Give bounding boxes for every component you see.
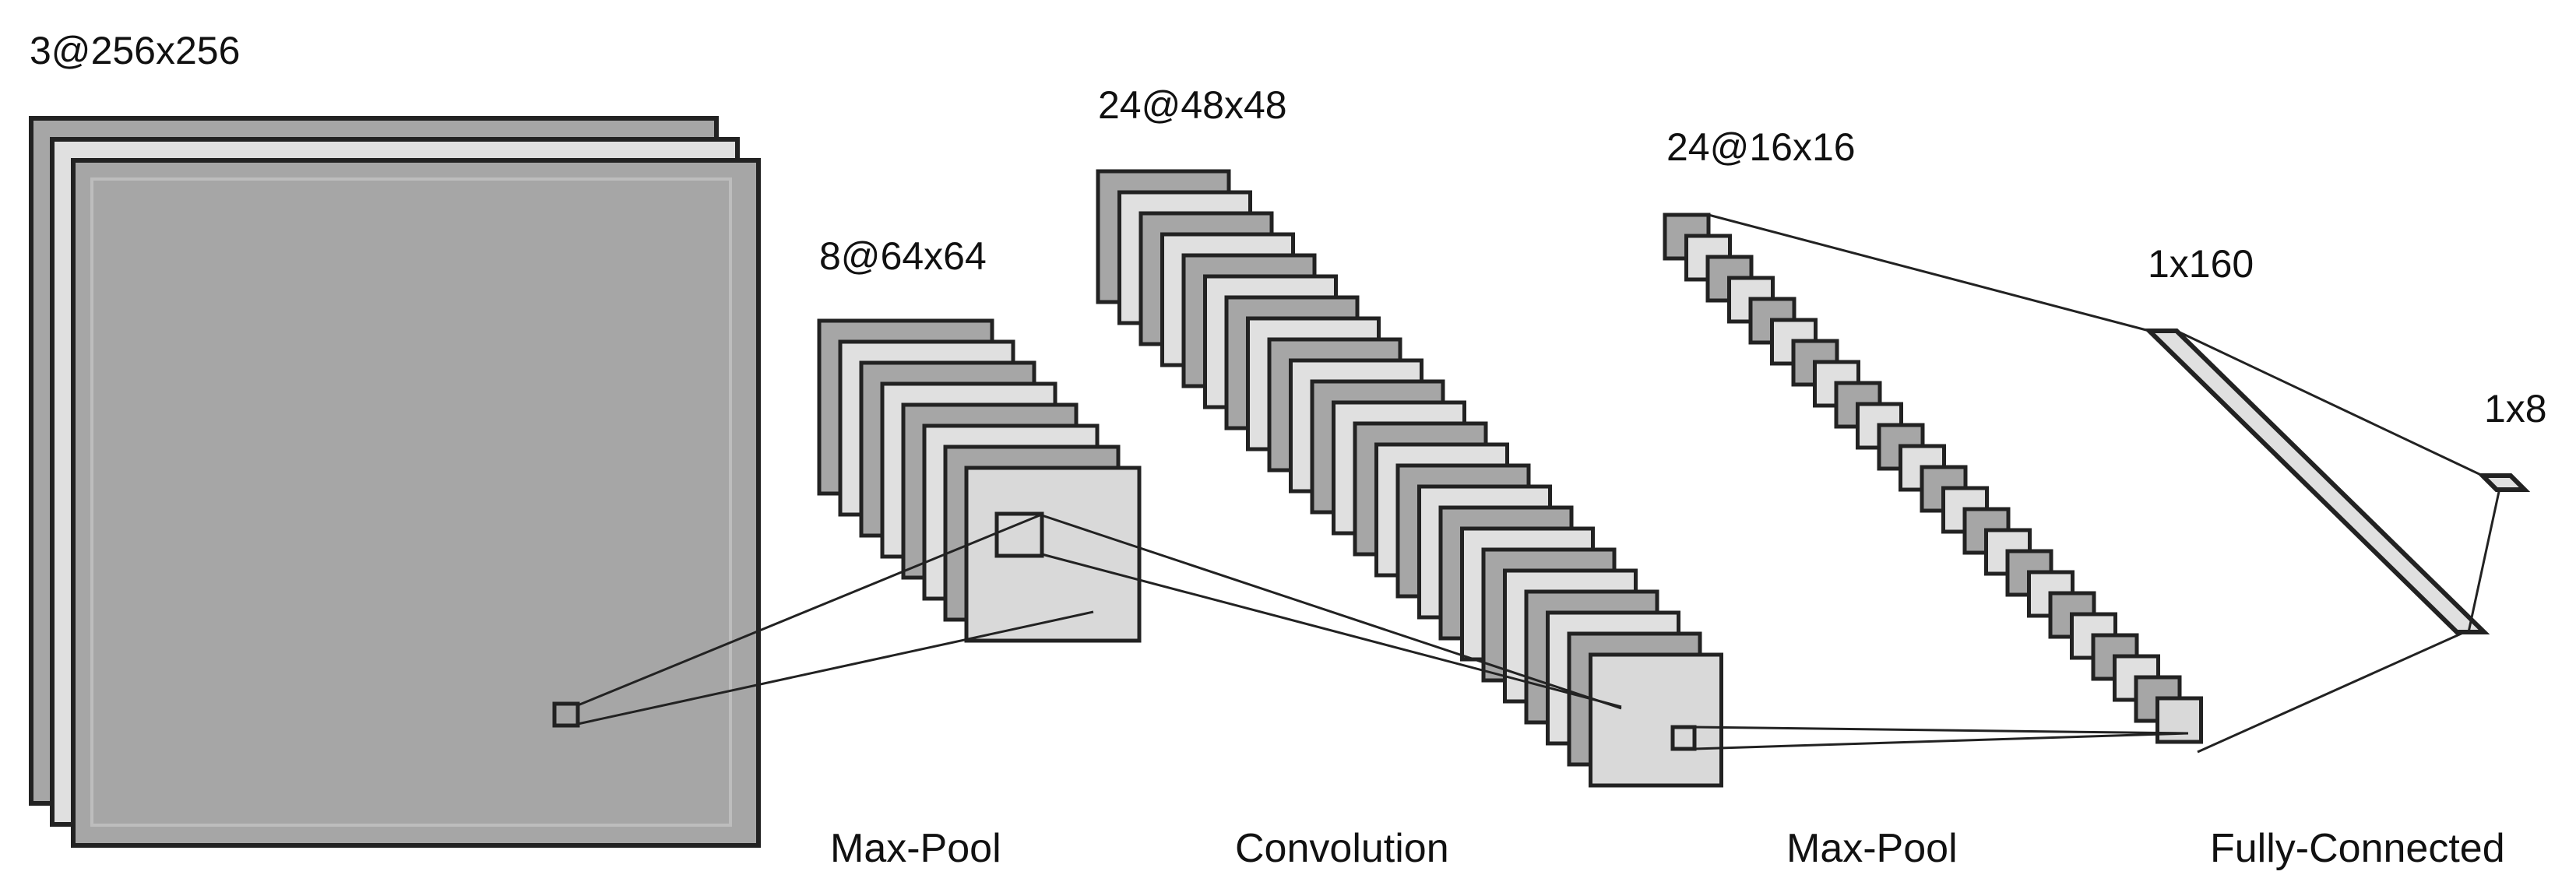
- connection-fc1-to-fc2-bottom: [2467, 487, 2501, 633]
- fc-layer-1x160: [2143, 329, 2490, 634]
- feature-map-inner-edge: [90, 177, 732, 827]
- label-fc2-shape: 1x8: [2484, 387, 2547, 430]
- label-op-maxpool-2: Max-Pool: [1786, 826, 1958, 871]
- feature-map-front: [964, 466, 1142, 643]
- label-op-convolution: Convolution: [1235, 826, 1449, 871]
- connection-conv-to-pool2-top: [1694, 726, 2189, 735]
- feature-map-stacks: [29, 116, 2531, 848]
- label-op-maxpool-1: Max-Pool: [830, 826, 1001, 871]
- fc-bar-1x160: [2143, 329, 2490, 634]
- label-pool1-shape: 8@64x64: [819, 234, 987, 278]
- label-conv-shape: 24@48x48: [1098, 83, 1287, 127]
- stack-input-3x256x256: [29, 116, 761, 848]
- connection-pool1-to-conv-bottom: [1041, 553, 1622, 708]
- receptive-field-input: [552, 701, 580, 728]
- stack-conv-24x48x48: [1096, 169, 1723, 788]
- label-pool2-shape: 24@16x16: [1666, 125, 1856, 169]
- connection-conv-to-pool2-bottom: [1694, 732, 2189, 750]
- fc-layer-1x8: [2476, 473, 2531, 492]
- feature-map-front: [71, 158, 761, 848]
- receptive-field-pool1: [994, 511, 1044, 558]
- feature-map-front: [2155, 696, 2203, 744]
- fc-bar-1x8: [2476, 473, 2531, 492]
- connection-fc1-to-fc2-top: [2176, 329, 2483, 477]
- connection-input-to-pool1-bottom: [577, 610, 1094, 726]
- label-input-shape: 3@256x256: [30, 29, 241, 72]
- connection-lines: [577, 213, 2501, 754]
- stack-pool2-24x16x16: [1663, 213, 2203, 744]
- label-op-fully-connected: Fully-Connected: [2210, 826, 2505, 871]
- stack-pool1-8x64x64: [817, 318, 1142, 643]
- label-fc1-shape: 1x160: [2148, 242, 2254, 286]
- connection-input-to-pool1-top: [577, 512, 1044, 707]
- connection-pool1-to-conv-top: [1041, 514, 1622, 710]
- connection-pool2-to-fc1-bottom: [2197, 631, 2465, 754]
- connection-pool2-to-fc1-top: [1708, 213, 2150, 332]
- receptive-field-conv: [1670, 725, 1697, 751]
- feature-map-front: [1589, 652, 1723, 788]
